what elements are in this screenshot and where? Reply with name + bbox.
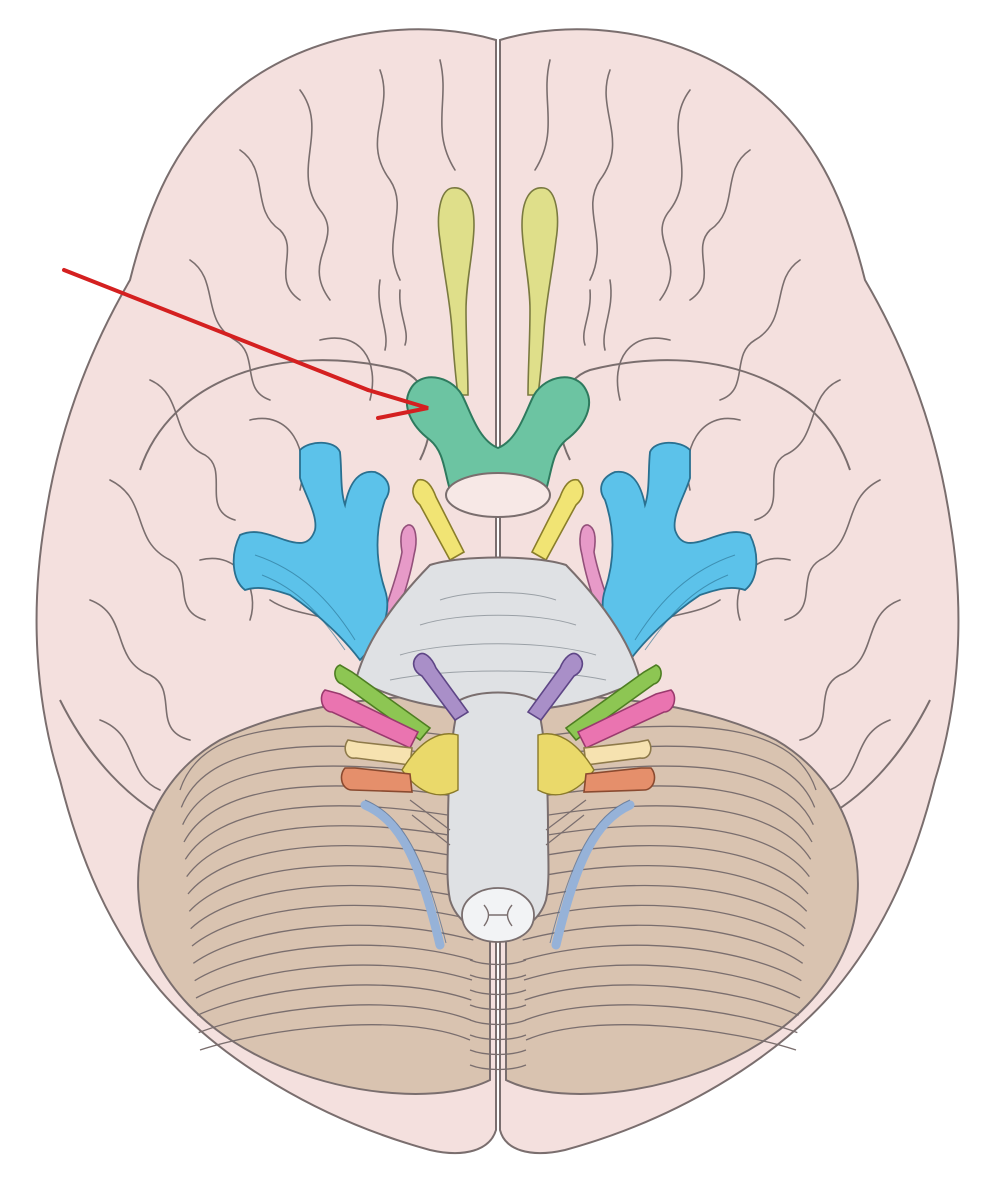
vermis-line — [469, 1004, 527, 1011]
folium-line — [525, 1024, 797, 1051]
gyri-lines — [89, 59, 901, 791]
trigeminal-left — [232, 441, 390, 662]
cerebellum-right — [505, 695, 859, 1095]
abducens-nerves — [412, 652, 584, 722]
folium-line — [197, 984, 472, 1016]
folium-line — [518, 805, 812, 860]
glossopharyngeal-nerves — [344, 739, 652, 766]
hypoglossal-nerves — [360, 800, 635, 950]
optic-chiasm — [405, 376, 591, 518]
vermis-line — [469, 1049, 527, 1056]
facial-nerves — [334, 664, 662, 742]
olfactory-bulb-left — [437, 187, 475, 396]
folium-line — [517, 785, 813, 843]
trigeminal-nerves — [232, 441, 758, 662]
olfactory-bulb-right — [521, 187, 559, 396]
olfactory-nerves — [437, 187, 559, 396]
oculomotor-nerves — [412, 478, 584, 562]
cerebellum-left — [137, 695, 491, 1095]
folium-line — [519, 825, 810, 878]
folium-line — [186, 825, 477, 878]
cerebellar-folia — [179, 725, 817, 1071]
folium-line — [184, 805, 478, 860]
vestibulocochlear-nerves — [320, 689, 676, 750]
folium-line — [198, 1004, 471, 1034]
cerebellum — [137, 695, 859, 1095]
vermis-line — [469, 1034, 527, 1041]
arrow-shaft — [62, 268, 370, 392]
pointer-arrow — [62, 268, 429, 420]
folium-line — [187, 845, 477, 895]
folium-line — [522, 924, 804, 964]
arrow-head — [366, 388, 429, 420]
folium-line — [519, 845, 809, 895]
hypoglossal-outline — [364, 799, 631, 944]
folium-line — [523, 964, 801, 999]
gray-matter — [483, 904, 513, 927]
folium-line — [194, 944, 473, 982]
vermis-line — [469, 1019, 527, 1026]
trigeminal-fibers — [254, 554, 736, 651]
vermis-line — [469, 974, 527, 981]
folium-line — [523, 944, 802, 982]
folium-line — [192, 924, 474, 964]
pons-striations — [389, 592, 607, 681]
accessory-rootlets — [409, 799, 587, 846]
vagus-nerves — [340, 767, 656, 793]
nerve-junctions — [401, 733, 595, 796]
vermis-line — [469, 959, 527, 966]
folium-line — [195, 964, 473, 999]
vermis-line — [469, 1064, 527, 1071]
folium-line — [183, 785, 479, 843]
folium-line — [525, 1004, 798, 1034]
mammillary-region — [445, 472, 551, 518]
folium-line — [524, 984, 799, 1016]
vermis-line — [469, 989, 527, 996]
folium-line — [199, 1024, 471, 1051]
